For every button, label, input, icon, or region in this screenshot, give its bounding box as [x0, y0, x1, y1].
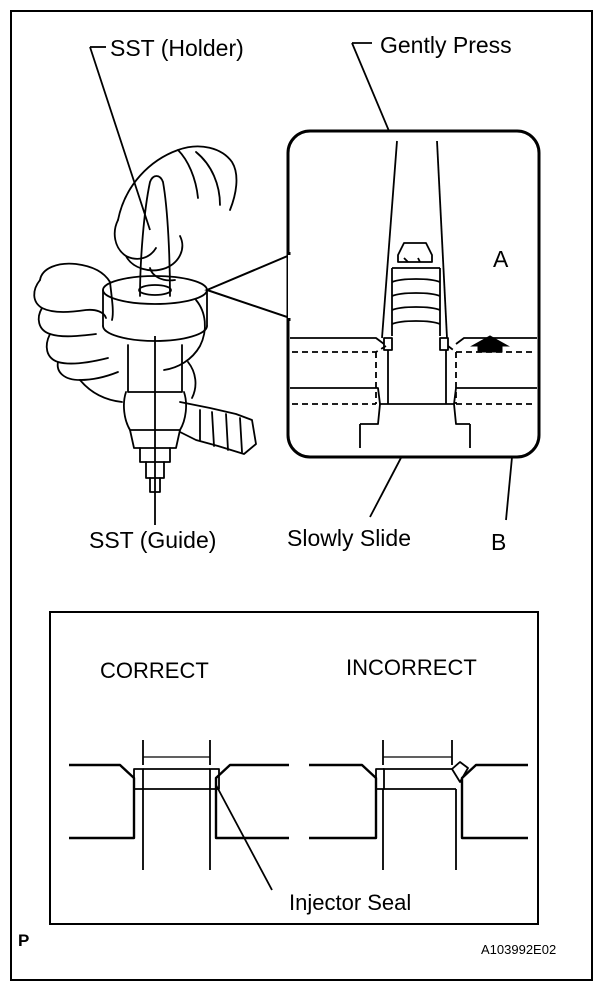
upward-arrow	[470, 335, 510, 353]
comparison-box	[49, 611, 539, 925]
label-b: B	[491, 529, 506, 555]
page-marker: P	[18, 931, 29, 950]
label-sst-guide: SST (Guide)	[89, 527, 216, 553]
hand-injector-illustration	[33, 145, 257, 493]
label-incorrect: INCORRECT	[346, 655, 477, 680]
correct-seal-right	[209, 768, 220, 790]
callout-pointer	[204, 253, 291, 320]
outer-frame	[10, 10, 593, 981]
detail-callout	[204, 129, 541, 459]
label-sst-holder: SST (Holder)	[110, 35, 244, 61]
label-correct: CORRECT	[100, 658, 209, 683]
label-injector-seal: Injector Seal	[289, 890, 411, 915]
detail-holder-left	[381, 140, 398, 339]
incorrect-seal-drawing	[309, 740, 528, 870]
correct-seal-drawing	[69, 740, 289, 870]
figure-id: A103992E02	[481, 942, 556, 957]
label-a: A	[493, 246, 509, 272]
label-slowly-slide: Slowly Slide	[287, 525, 411, 551]
dashed-guide-position	[292, 345, 536, 405]
incorrect-seal-right-tilted	[451, 761, 469, 783]
incorrect-seal-left	[375, 768, 385, 790]
injector-seal-leader	[215, 784, 273, 891]
detail-box	[286, 129, 541, 459]
detail-seal-right	[439, 337, 449, 351]
sst-holder-leader	[89, 46, 151, 231]
label-gently-press: Gently Press	[380, 32, 512, 58]
detail-holder-right	[436, 140, 448, 339]
correct-seal-left	[133, 768, 144, 790]
